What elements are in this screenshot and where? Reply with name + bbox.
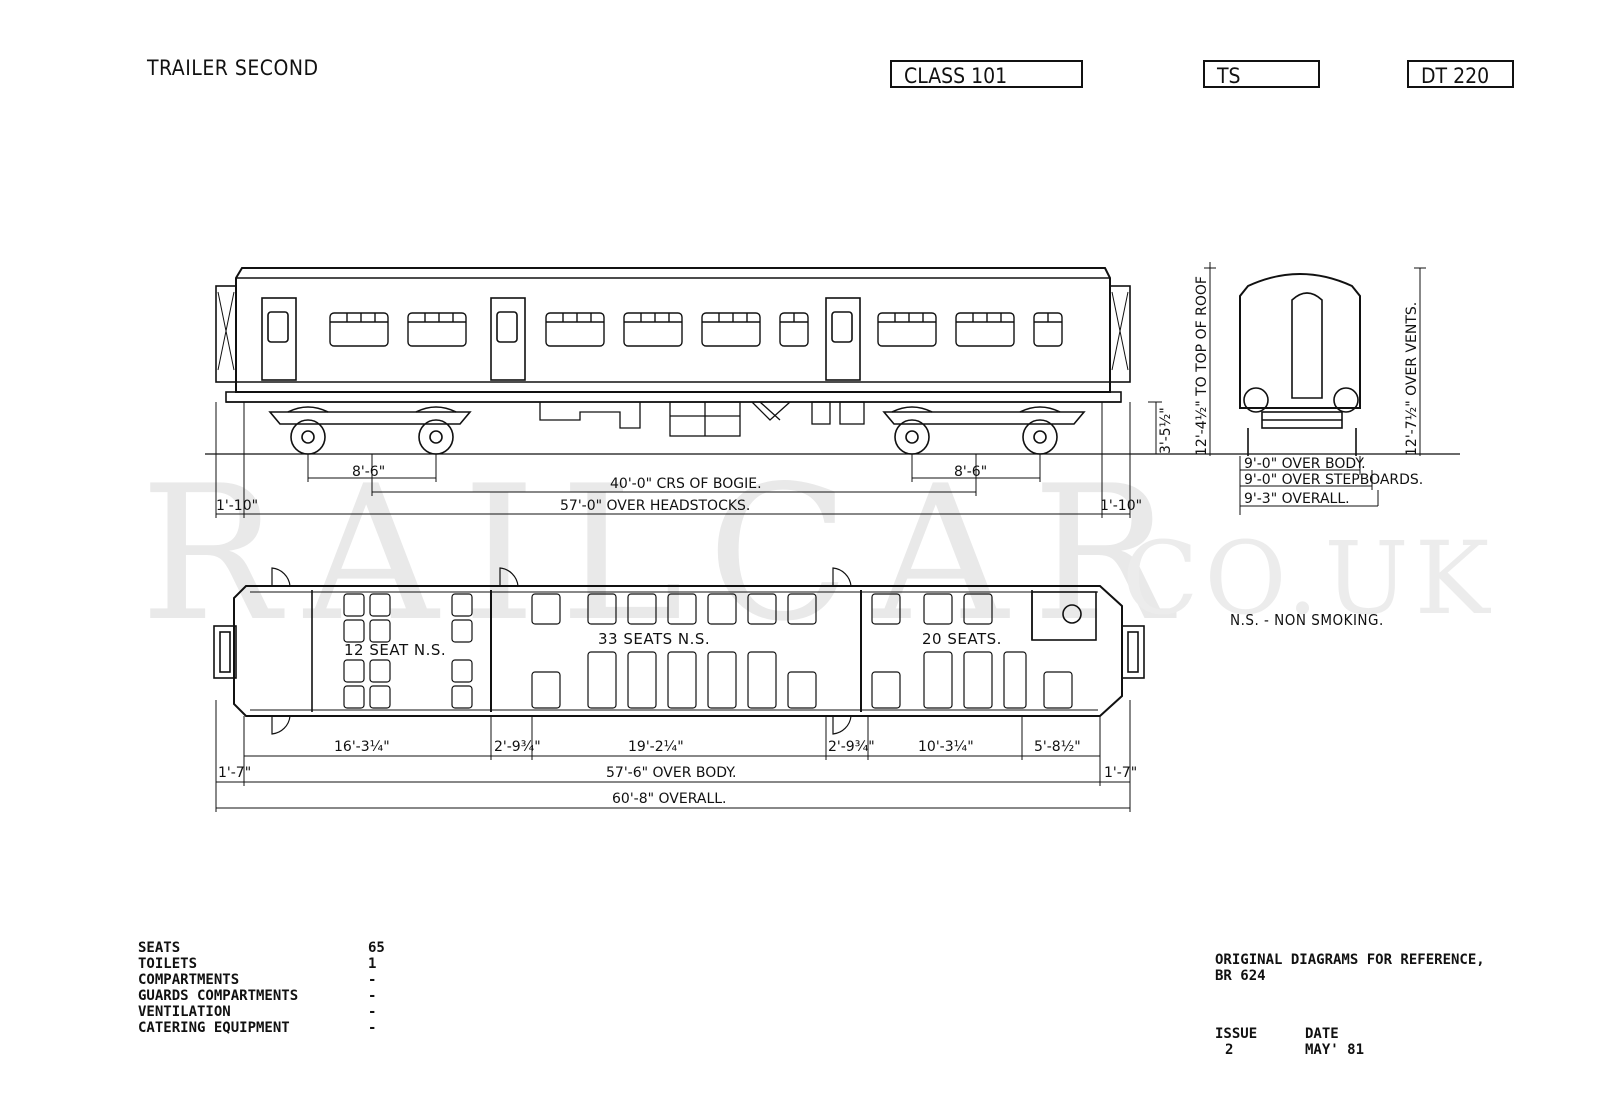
type-box: TS bbox=[1203, 60, 1320, 88]
dim-to-roof: 12'-4½" TO TOP OF ROOF bbox=[1194, 276, 1210, 456]
dim-bogie-centres: 40'-0" CRS OF BOGIE. bbox=[610, 476, 762, 492]
dim-over-headstocks: 57'-0" OVER HEADSTOCKS. bbox=[560, 498, 750, 514]
saloon-label-20-seats: 20 SEATS. bbox=[922, 630, 1002, 648]
reference-line-2: BR 624 bbox=[1215, 968, 1266, 984]
diagram-number-box: DT 220 bbox=[1407, 60, 1514, 88]
legend-note: N.S. - NON SMOKING. bbox=[1230, 611, 1384, 629]
date-label: DATE bbox=[1305, 1026, 1339, 1042]
spec-label: COMPARTMENTS bbox=[138, 972, 240, 988]
watermark-subtext: CO.UK bbox=[1122, 520, 1496, 637]
spec-row: COMPARTMENTS - bbox=[138, 972, 385, 988]
spec-value: - bbox=[368, 972, 377, 988]
class-box: CLASS 101 bbox=[890, 60, 1083, 88]
spec-value: - bbox=[368, 1004, 377, 1020]
dim-end-over-stepboards: 9'-0" OVER STEPBOARDS. bbox=[1244, 472, 1423, 488]
plan-over-body: 57'-6" OVER BODY. bbox=[606, 765, 736, 781]
dim-end-overall: 9'-3" OVERALL. bbox=[1244, 491, 1350, 507]
spec-row: CATERING EQUIPMENT - bbox=[138, 1020, 385, 1036]
spec-row: VENTILATION - bbox=[138, 1004, 385, 1020]
spec-value: 65 bbox=[368, 940, 385, 956]
side-elevation bbox=[205, 267, 1460, 518]
end-elevation bbox=[1204, 262, 1426, 515]
plan-dim-5: 10'-3¼" bbox=[918, 739, 974, 755]
plan-dim-1: 16'-3¼" bbox=[334, 739, 390, 755]
issue-block: ISSUE DATE 2 MAY' 81 bbox=[1215, 1026, 1364, 1058]
date-value: MAY' 81 bbox=[1305, 1042, 1365, 1058]
spec-label: CATERING EQUIPMENT bbox=[138, 1020, 290, 1036]
issue-value: 2 bbox=[1225, 1042, 1234, 1058]
plan-dim-3: 19'-2¼" bbox=[628, 739, 684, 755]
plan-dim-6: 5'-8½" bbox=[1034, 739, 1081, 755]
spec-value: - bbox=[368, 988, 377, 1004]
saloon-label-12-seat: 12 SEAT N.S. bbox=[344, 641, 446, 659]
reference-note: ORIGINAL DIAGRAMS FOR REFERENCE, BR 624 bbox=[1215, 952, 1485, 984]
spec-label: VENTILATION bbox=[138, 1004, 231, 1020]
dim-overhang-left: 1'-10" bbox=[216, 498, 258, 514]
reference-line-1: ORIGINAL DIAGRAMS FOR REFERENCE, bbox=[1215, 952, 1485, 968]
dim-bogie-wheelbase-right: 8'-6" bbox=[954, 464, 987, 480]
spec-value: 1 bbox=[368, 956, 377, 972]
plan-overall: 60'-8" OVERALL. bbox=[612, 791, 727, 807]
plan-dim-4: 2'-9¾" bbox=[828, 739, 875, 755]
saloon-label-33-seats: 33 SEATS N.S. bbox=[598, 630, 710, 648]
specs-table: SEATS 65 TOILETS 1 COMPARTMENTS - GUARDS CO… bbox=[138, 940, 385, 1036]
plan-end-right: 1'-7" bbox=[1104, 765, 1137, 781]
spec-label: TOILETS bbox=[138, 956, 198, 972]
dim-end-over-body: 9'-0" OVER BODY. bbox=[1244, 456, 1366, 472]
spec-row: SEATS 65 bbox=[138, 940, 385, 956]
page-title: TRAILER SECOND bbox=[147, 56, 319, 80]
spec-row: TOILETS 1 bbox=[138, 956, 385, 972]
plan-view bbox=[213, 567, 1145, 812]
dim-overhang-right: 1'-10" bbox=[1100, 498, 1142, 514]
dim-over-vents: 12'-7½" OVER VENTS. bbox=[1404, 302, 1420, 456]
issue-label: ISSUE bbox=[1215, 1026, 1258, 1042]
dim-bogie-wheelbase-left: 8'-6" bbox=[352, 464, 385, 480]
plan-dim-2: 2'-9¾" bbox=[494, 739, 541, 755]
spec-value: - bbox=[368, 1020, 377, 1036]
spec-row: GUARDS COMPARTMENTS - bbox=[138, 988, 385, 1004]
dim-headstock-height: 3'-5½" bbox=[1158, 407, 1174, 454]
plan-end-left: 1'-7" bbox=[218, 765, 251, 781]
spec-label: GUARDS COMPARTMENTS bbox=[138, 988, 299, 1004]
spec-label: SEATS bbox=[138, 940, 181, 956]
